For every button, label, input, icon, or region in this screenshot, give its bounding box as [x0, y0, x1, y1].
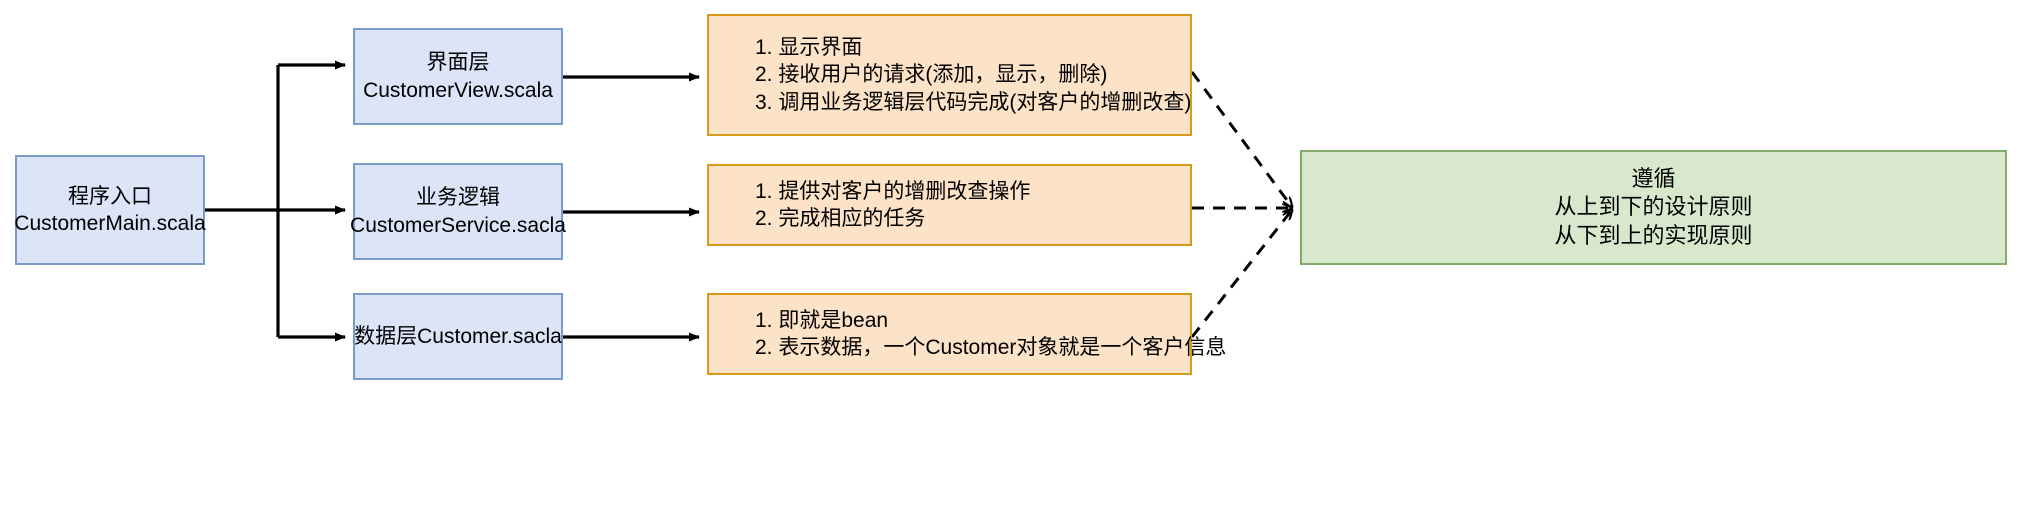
note-line: 2. 表示数据，一个Customer对象就是一个客户信息 [755, 336, 1227, 359]
note-view-layer[interactable]: 1. 显示界面 2. 接收用户的请求(添加，显示，删除) 3. 调用业务逻辑层代… [707, 14, 1192, 136]
edge-data-note-to-principle [1190, 210, 1292, 338]
note-line: 2. 接收用户的请求(添加，显示，删除) [755, 63, 1108, 87]
node-line: 遵循 [1631, 165, 1676, 191]
node-line: CustomerMain.scala [14, 212, 206, 235]
node-service-layer[interactable]: 业务逻辑 CustomerService.sacla [350, 163, 566, 260]
node-design-principle[interactable]: 遵循 从上到下的设计原则 从下到上的实现原则 [1300, 150, 2007, 265]
node-line: 数据层Customer.sacla [354, 324, 562, 348]
node-line: 业务逻辑 [416, 186, 500, 210]
note-line: 1. 显示界面 [755, 36, 863, 60]
note-line: 1. 提供对客户的增删改查操作 [755, 179, 1031, 203]
node-view-layer[interactable]: 界面层 CustomerView.scala [353, 28, 563, 125]
edge-view-note-to-principle [1190, 71, 1292, 207]
node-line: 从上到下的设计原则 [1554, 194, 1753, 220]
note-line: 2. 完成相应的任务 [755, 207, 926, 230]
node-line: CustomerService.sacla [350, 213, 566, 237]
node-line: 从下到上的实现原则 [1554, 222, 1753, 248]
node-line: 程序入口 [68, 184, 152, 208]
node-line: 界面层 [426, 51, 490, 75]
node-data-layer[interactable]: 数据层Customer.sacla [353, 293, 563, 380]
note-line: 1. 即就是bean [755, 308, 889, 332]
note-data-layer[interactable]: 1. 即就是bean 2. 表示数据，一个Customer对象就是一个客户信息 [707, 293, 1226, 375]
node-program-entry[interactable]: 程序入口 CustomerMain.scala [14, 155, 206, 265]
note-service-layer[interactable]: 1. 提供对客户的增删改查操作 2. 完成相应的任务 [707, 164, 1192, 246]
node-line: CustomerView.scala [363, 78, 553, 102]
note-line: 3. 调用业务逻辑层代码完成(对客户的增删改查) [755, 90, 1192, 114]
